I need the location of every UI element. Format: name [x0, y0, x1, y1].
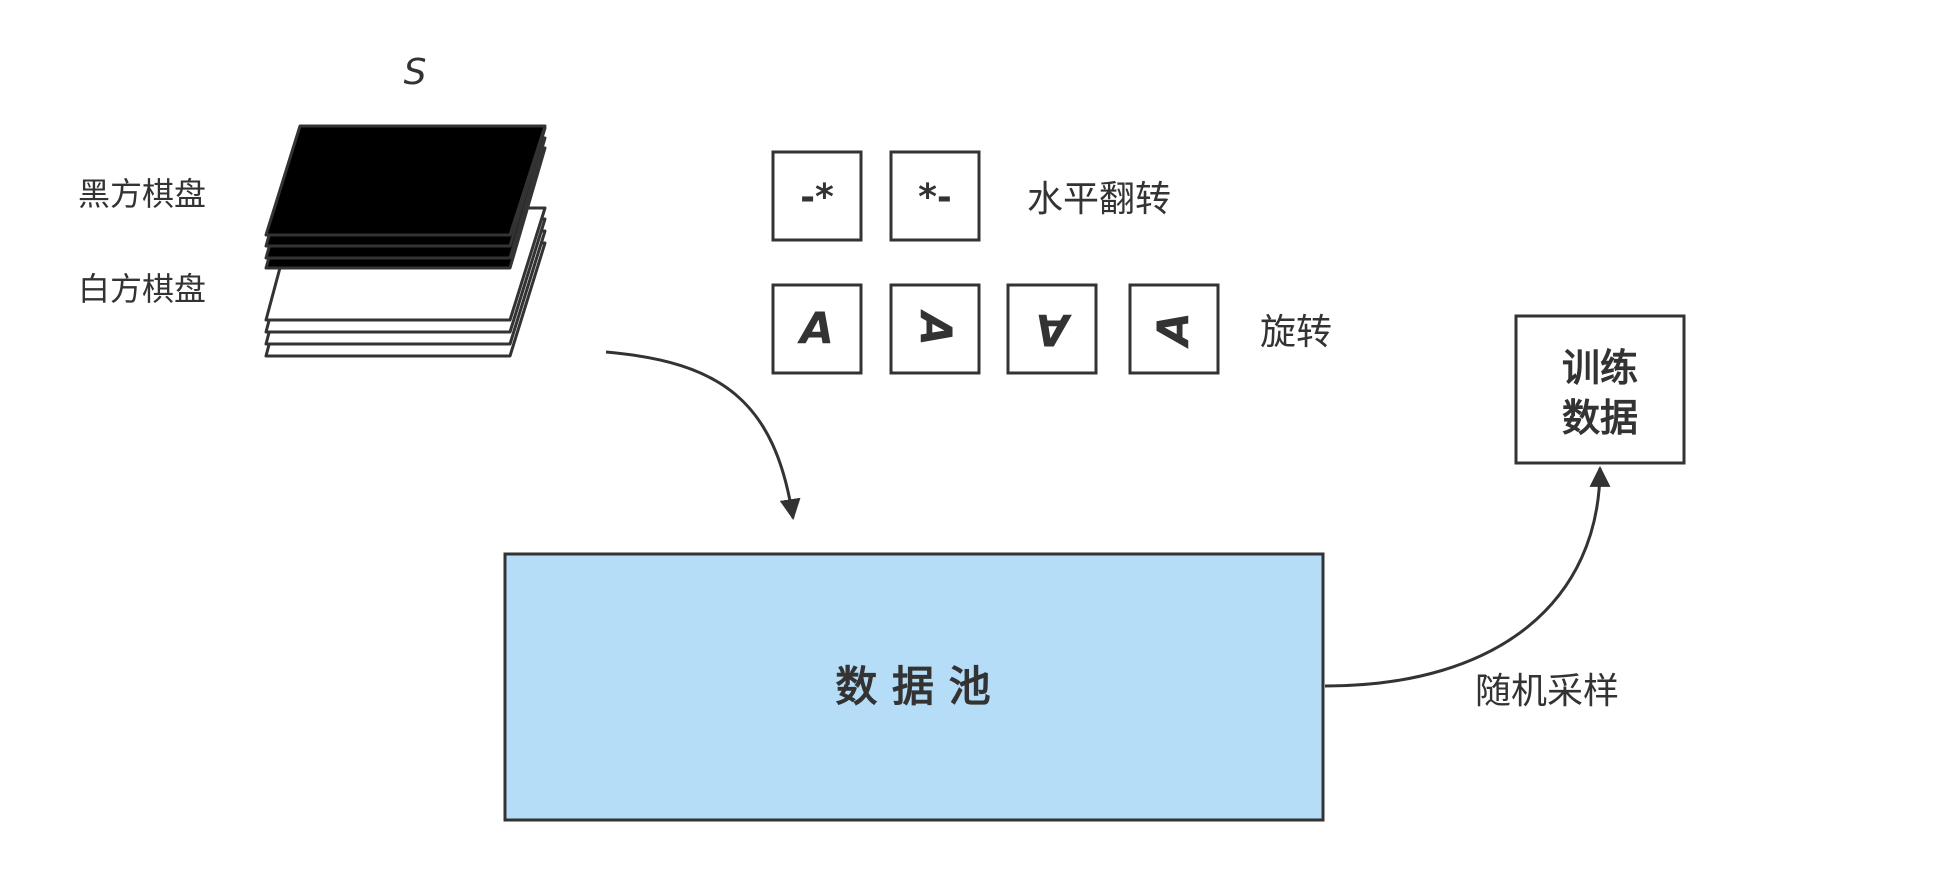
rotate-tiles: A A A A — [771, 283, 1220, 375]
training-data-box — [1514, 314, 1686, 465]
sampling-label: 随机采样 — [1475, 671, 1619, 712]
flip-tile-1 — [771, 150, 863, 242]
rotate-tile-1-glyph: A — [797, 304, 834, 355]
black-board-label: 黑方棋盘 — [78, 175, 206, 213]
flip-tiles: -* *- — [771, 150, 981, 242]
rotate-label: 旋转 — [1260, 312, 1332, 353]
rotate-tile-4 — [1128, 283, 1220, 375]
rotate-tile-4-glyph: A — [1149, 312, 1200, 349]
white-board-label: 白方棋盘 — [78, 270, 206, 308]
black-board-layer — [264, 124, 547, 237]
data-pool-box — [503, 552, 1325, 822]
symbol-s: S — [404, 52, 427, 93]
arrow-pool-to-training — [1324, 465, 1611, 688]
black-board-stack — [264, 124, 547, 270]
arrow-stack-to-pool — [605, 350, 801, 521]
rotate-tile-3-glyph: A — [1035, 304, 1072, 355]
flip-label: 水平翻转 — [1027, 179, 1171, 220]
training-data-line2: 数据 — [1562, 396, 1638, 440]
flip-tile-2 — [889, 150, 981, 242]
rotate-tile-2-glyph: A — [910, 309, 961, 346]
rotate-tile-1 — [771, 283, 863, 375]
flip-tile-1-text: -* — [800, 177, 834, 218]
rotate-tile-3 — [1006, 283, 1098, 375]
rotate-tile-2 — [889, 283, 981, 375]
flip-tile-2-text: *- — [918, 177, 952, 218]
training-data-line1: 训练 — [1562, 346, 1638, 390]
data-pool-label: 数 据 池 — [835, 662, 990, 711]
